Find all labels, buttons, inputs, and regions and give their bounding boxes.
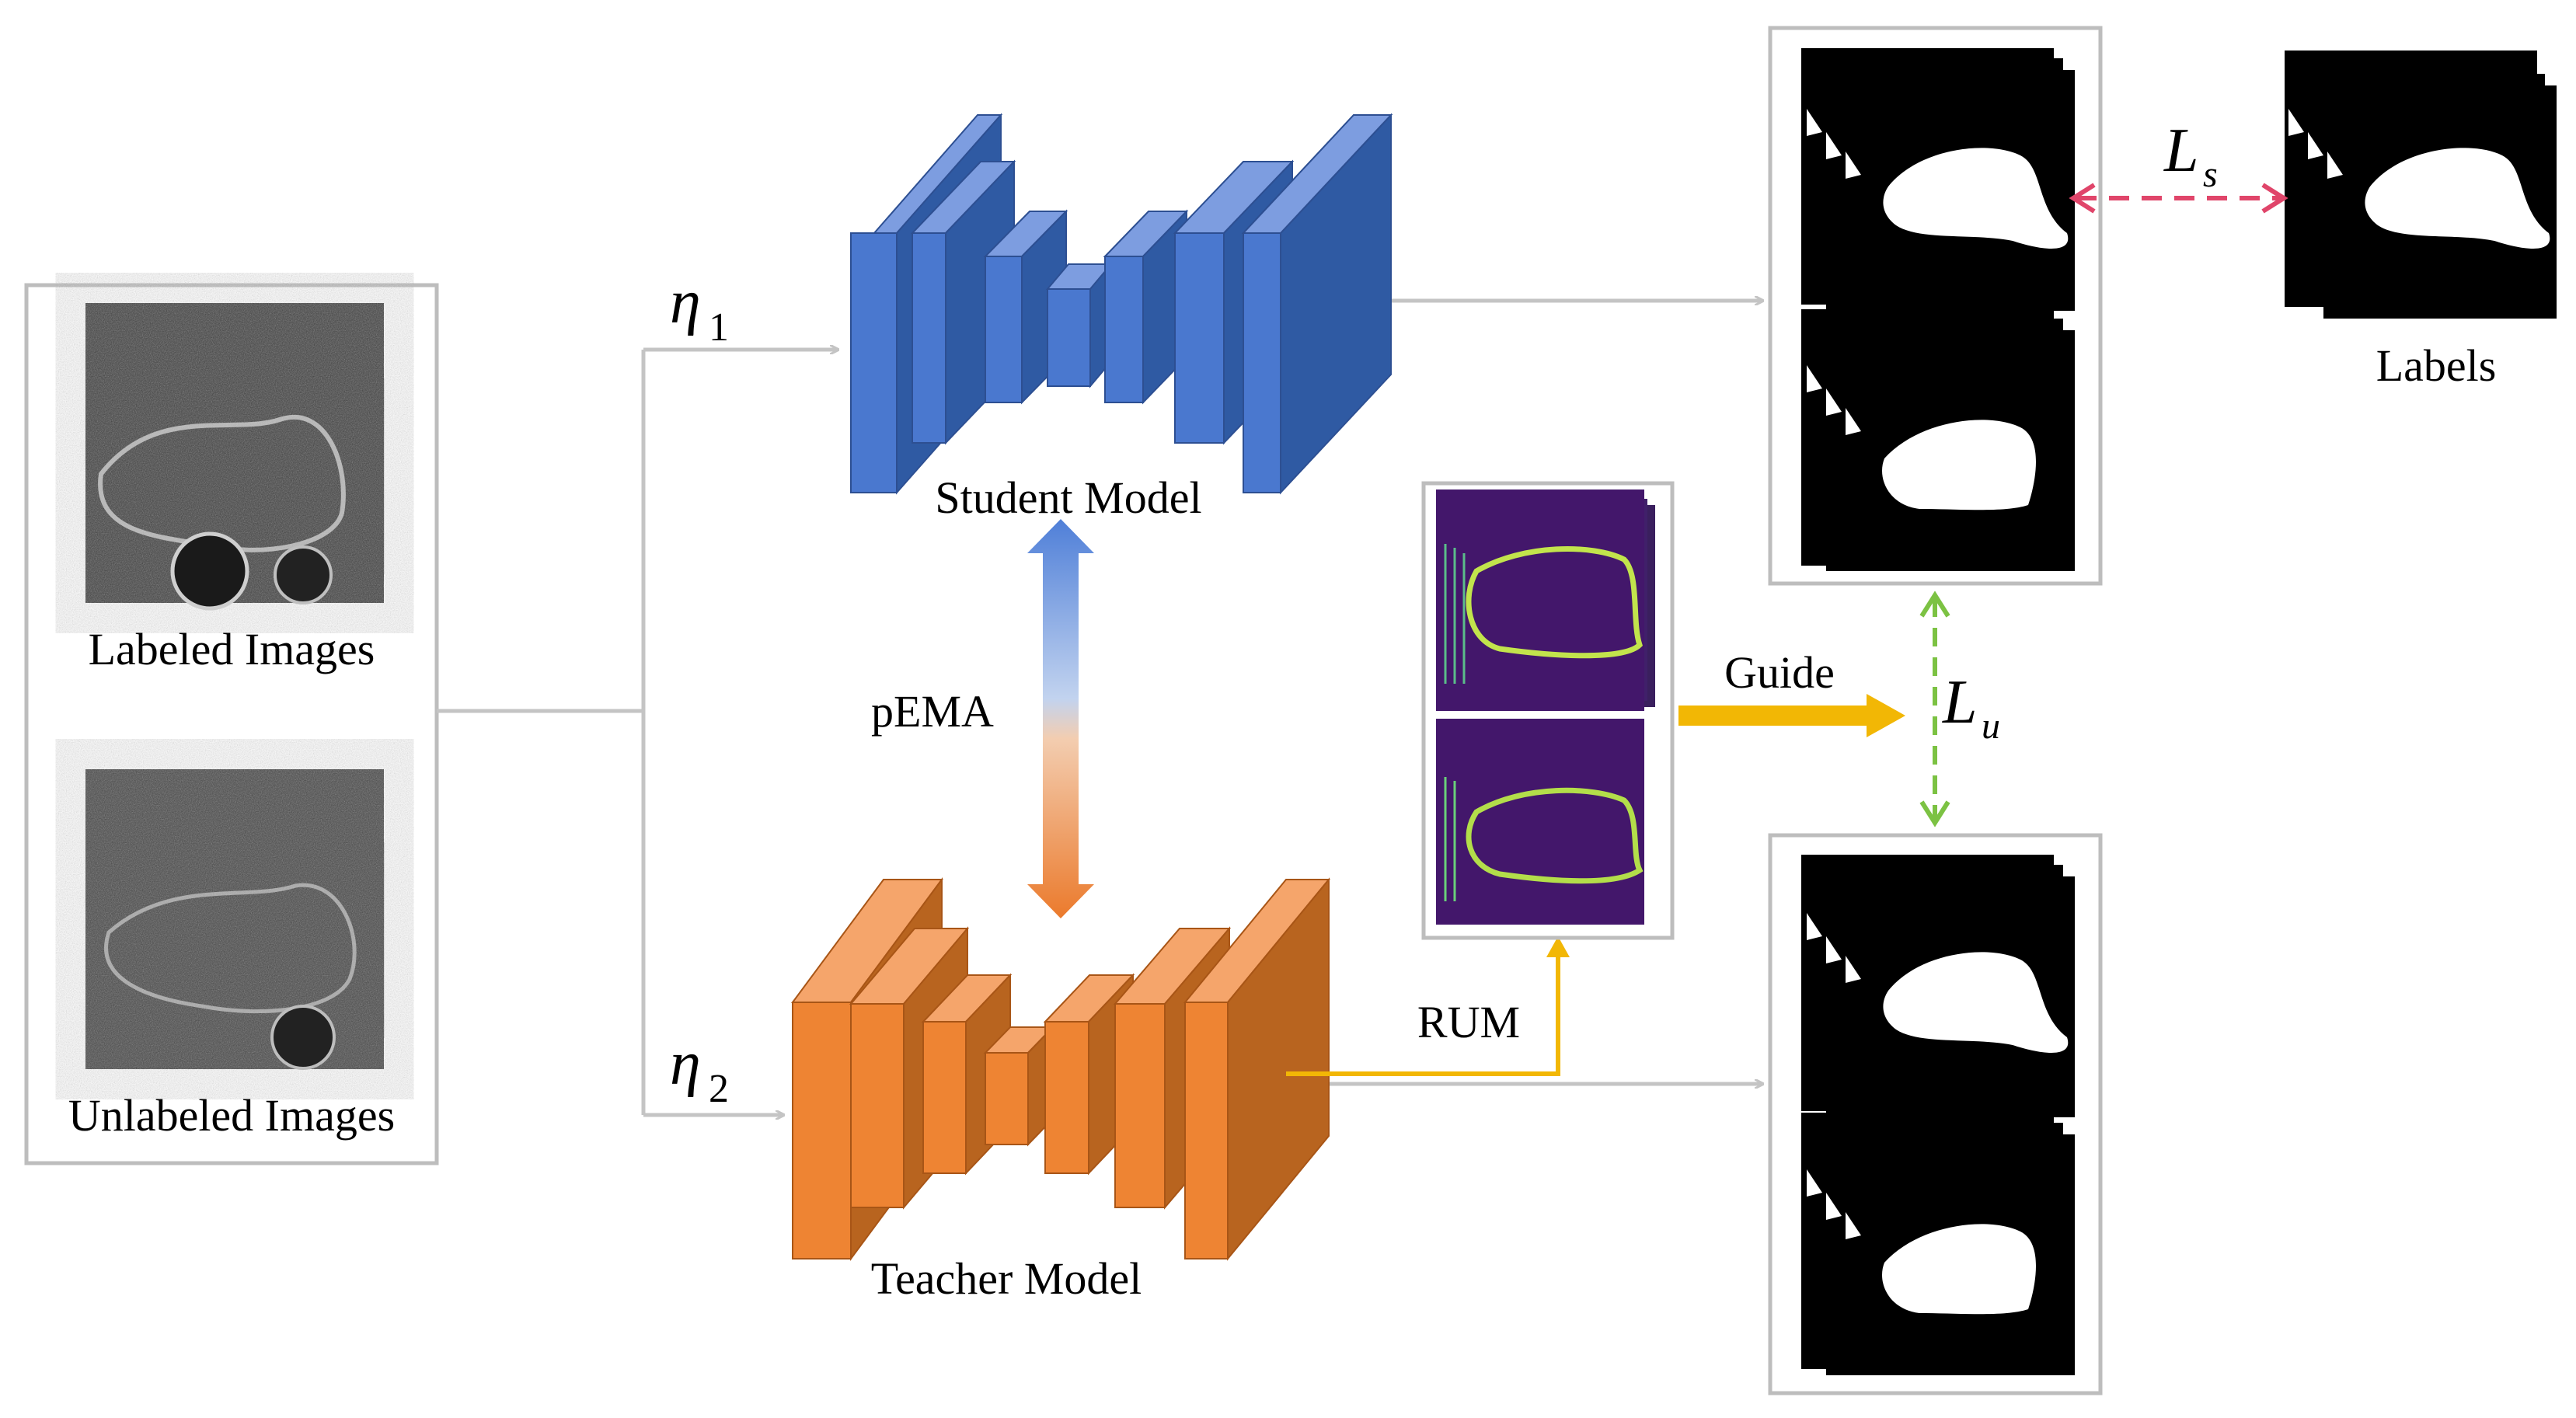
svg-text:η: η	[670, 1030, 701, 1098]
guide-label: Guide	[1724, 647, 1835, 698]
student-model-caption: Student Model	[935, 472, 1201, 523]
pema-double-arrow	[1027, 519, 1094, 918]
svg-text:u: u	[1982, 706, 2000, 747]
svg-text:L: L	[2163, 117, 2199, 185]
svg-text:2: 2	[709, 1067, 729, 1111]
svg-text:L: L	[1942, 668, 1978, 737]
ground-truth-labels-stack	[2285, 51, 2557, 319]
eta2-symbol: η 2	[670, 1030, 729, 1111]
student-model-network	[850, 113, 1393, 495]
ls-symbol: L s	[2163, 117, 2218, 195]
labeled-images-caption: Labeled Images	[89, 624, 375, 674]
labels-caption: Labels	[2376, 340, 2497, 391]
unlabeled-images-caption: Unlabeled Images	[68, 1090, 395, 1141]
labeled-images-stack	[85, 303, 385, 611]
svg-text:s: s	[2203, 154, 2218, 195]
teacher-model-network	[791, 876, 1331, 1262]
unsupervised-loss-arrow	[1919, 591, 1950, 827]
uncertainty-maps-panel	[1421, 481, 1675, 940]
svg-text:1: 1	[709, 305, 729, 350]
svg-text:η: η	[670, 268, 701, 336]
lu-symbol: L u	[1942, 668, 2000, 747]
unlabeled-images-stack	[85, 769, 385, 1070]
rum-label: RUM	[1417, 997, 1520, 1047]
supervised-loss-arrow	[2069, 183, 2288, 214]
pema-label: pEMA	[871, 686, 994, 737]
rum-arrow	[1286, 936, 1570, 1076]
student-prediction-panel	[1768, 26, 2103, 586]
teacher-model-caption: Teacher Model	[871, 1253, 1142, 1304]
guide-arrow	[1678, 694, 1905, 737]
input-connectors	[437, 301, 1762, 1115]
input-images-panel: Labeled Images Unlabeled Images	[24, 283, 439, 1165]
eta1-symbol: η 1	[670, 268, 729, 350]
teacher-prediction-panel	[1768, 833, 2103, 1395]
